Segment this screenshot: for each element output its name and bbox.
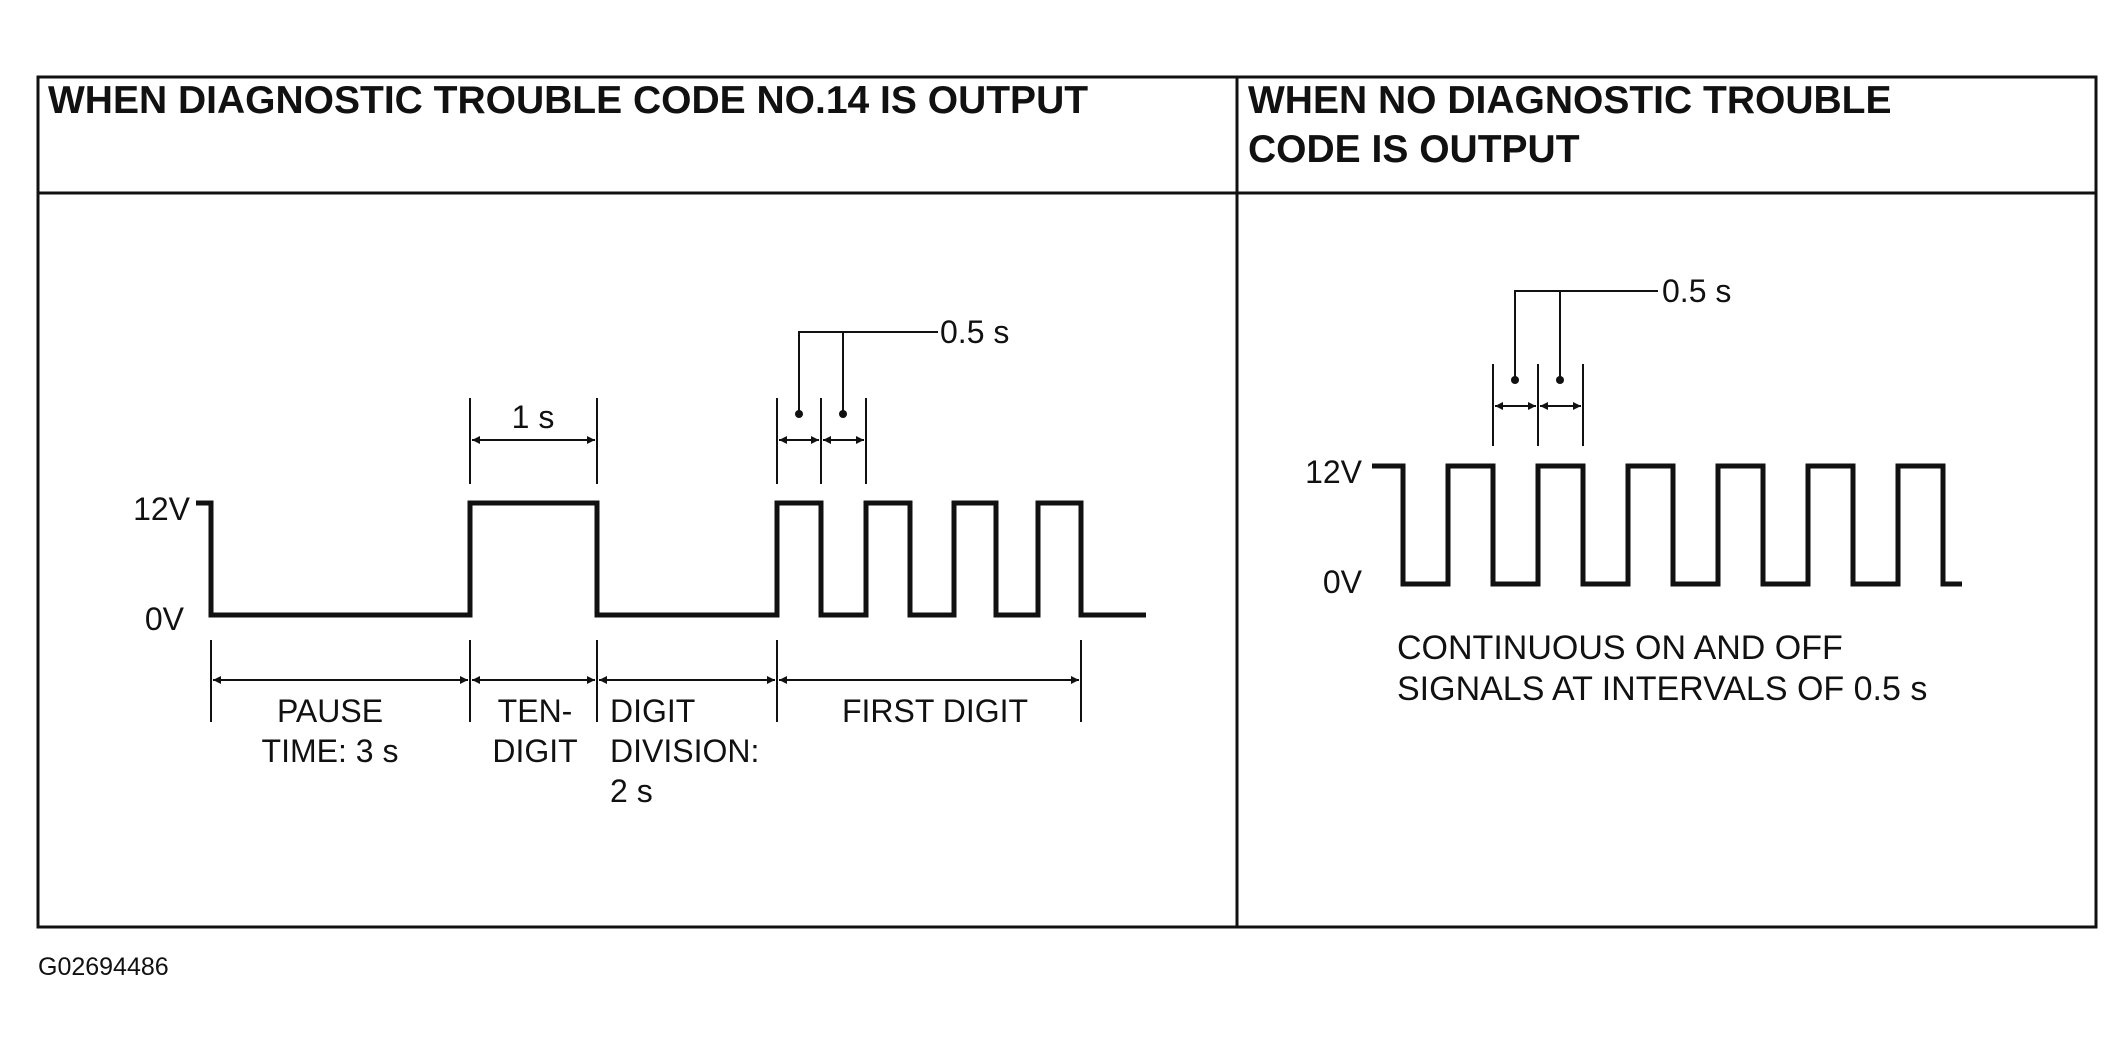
right-half-dot-1 bbox=[1511, 376, 1519, 384]
ten-digit-label-line-1: TEN- bbox=[498, 693, 573, 729]
left-half-dot-2 bbox=[839, 410, 847, 418]
right-half-leader-1 bbox=[1514, 290, 1658, 378]
left-half-label: 0.5 s bbox=[940, 314, 1009, 350]
left-half-dot-1 bbox=[795, 410, 803, 418]
digit-division-label-line-3: 2 s bbox=[610, 773, 653, 809]
pause-label-line-2: TIME: 3 s bbox=[262, 733, 399, 769]
left-half-leader-1 bbox=[798, 331, 938, 412]
right-voltage-low-label: 0V bbox=[1323, 564, 1363, 600]
right-waveform-group: 12V 0V 0.5 s CONTINUOUS ON AND OFF SIGNA… bbox=[1305, 273, 1962, 708]
right-half-dot-2 bbox=[1556, 376, 1564, 384]
left-voltage-high-label: 12V bbox=[133, 491, 191, 527]
left-signal-waveform bbox=[196, 500, 1146, 618]
right-header-line-1: WHEN NO DIAGNOSTIC TROUBLE bbox=[1248, 79, 1891, 122]
right-half-label: 0.5 s bbox=[1662, 273, 1731, 309]
right-caption-line-2: SIGNALS AT INTERVALS OF 0.5 s bbox=[1397, 670, 1927, 708]
table-frame bbox=[36, 75, 2098, 929]
right-voltage-high-label: 12V bbox=[1305, 454, 1363, 490]
pause-label-line-1: PAUSE bbox=[277, 693, 383, 729]
first-digit-label: FIRST DIGIT bbox=[842, 693, 1028, 729]
left-waveform-group: 12V 0V 1 s 0.5 s PAUSE TIME: 3 s TEN- bbox=[133, 314, 1146, 809]
left-voltage-low-label: 0V bbox=[145, 601, 185, 637]
left-header: WHEN DIAGNOSTIC TROUBLE CODE NO.14 IS OU… bbox=[48, 79, 1088, 122]
digit-division-label-line-2: DIVISION: bbox=[610, 733, 759, 769]
figure-code: G02694486 bbox=[38, 953, 169, 981]
right-signal-waveform bbox=[1372, 463, 1962, 587]
left-1s-label: 1 s bbox=[512, 399, 555, 435]
digit-division-label-line-1: DIGIT bbox=[610, 693, 695, 729]
right-caption-line-1: CONTINUOUS ON AND OFF bbox=[1397, 629, 1843, 667]
ten-digit-label-line-2: DIGIT bbox=[492, 733, 577, 769]
right-header-line-2: CODE IS OUTPUT bbox=[1248, 128, 1580, 171]
